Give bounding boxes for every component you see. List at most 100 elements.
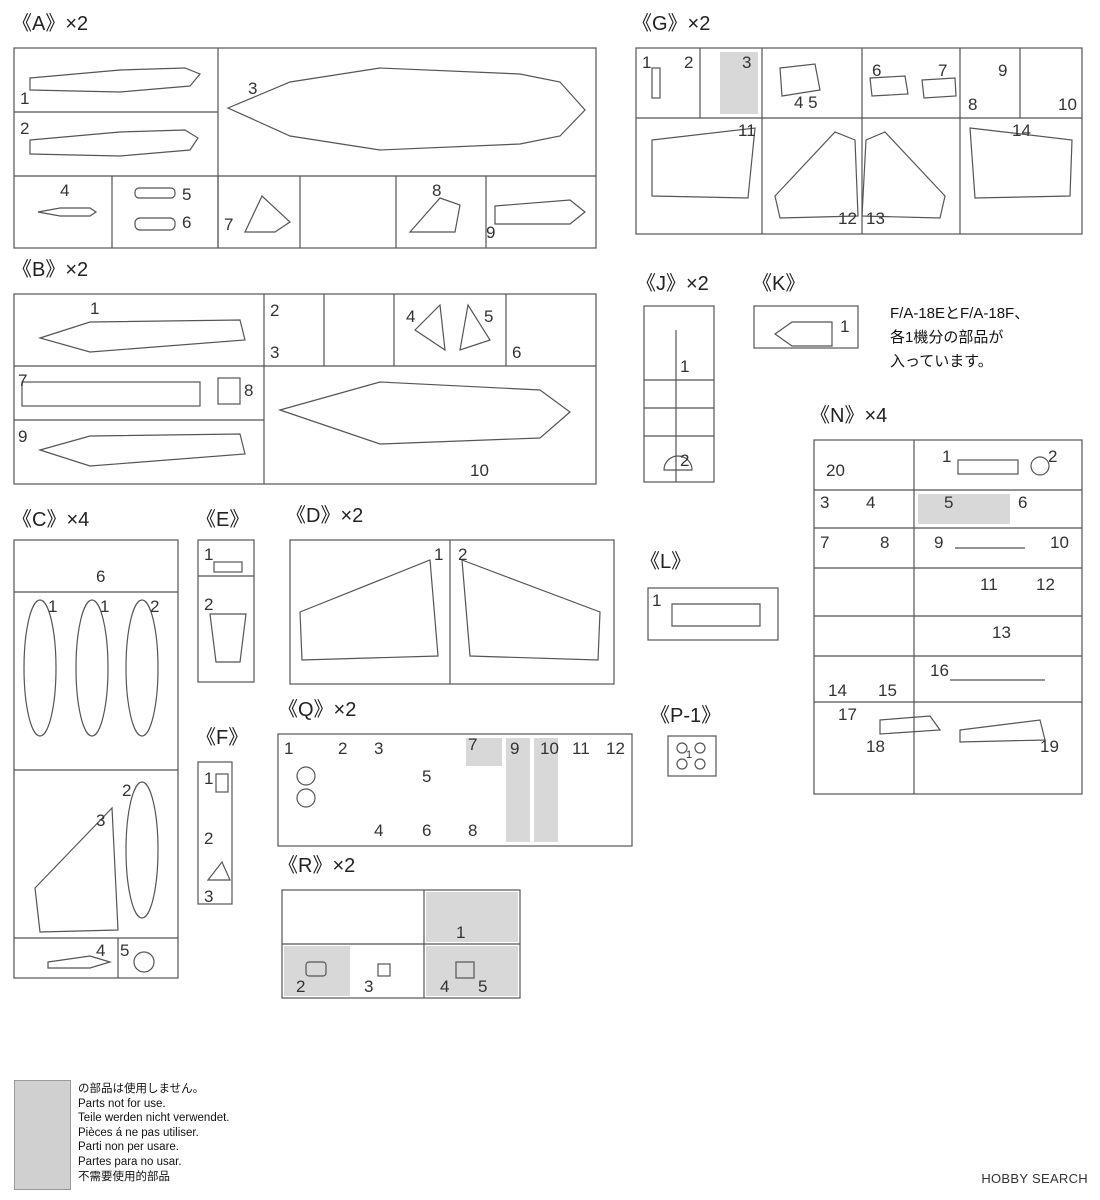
part-number: 5	[484, 307, 494, 326]
part-number: 11	[738, 121, 756, 140]
sprue-R-unused-1	[426, 892, 518, 942]
part-number: 19	[1040, 737, 1059, 756]
sprue-F-title: 《F》	[196, 727, 249, 749]
sprue-F-frame	[197, 761, 233, 905]
sprue-Q-unused-7	[466, 738, 502, 766]
sprue-Q-part-1b	[296, 788, 316, 808]
part-number: 1	[942, 447, 952, 466]
part-number: 6	[512, 343, 522, 362]
sprue-R-part-2	[305, 961, 327, 977]
sprue-G-title: 《G》×2	[632, 13, 711, 35]
sprue-G-frame	[635, 47, 1083, 235]
part-number: 2	[338, 739, 348, 758]
part-number: 2	[270, 301, 280, 320]
sprue-C-frame	[13, 539, 179, 979]
part-number: 7	[938, 61, 948, 80]
sprue-P-part-1a	[676, 742, 688, 754]
sprue-B-part-9	[37, 433, 246, 467]
sprue-N-part-18	[879, 715, 942, 735]
part-number: 14	[1012, 121, 1031, 140]
sprue-A-part-9	[494, 199, 586, 225]
sprue-B-title: 《B》×2	[12, 259, 89, 281]
part-number: 2	[204, 595, 214, 614]
part-number: 5	[120, 941, 130, 960]
sprue-Q-unused-9	[506, 738, 530, 842]
part-number: 10	[1050, 533, 1069, 552]
part-number: 4	[866, 493, 876, 512]
part-number: 1	[840, 317, 850, 336]
sprue-B-part-7	[21, 381, 201, 407]
sprue-L-frame	[647, 587, 779, 641]
sprue-A-title: 《A》×2	[12, 13, 89, 35]
part-number: 2	[204, 829, 214, 848]
part-number: 4	[96, 941, 106, 960]
sprue-B-part-8	[217, 377, 241, 405]
part-number: 5	[422, 767, 432, 786]
part-number: 7	[468, 735, 478, 754]
part-number: 2	[458, 545, 468, 564]
sprue-N-part-2	[1030, 456, 1050, 476]
note-line: 各1機分の部品が	[890, 329, 1004, 346]
sprue-P-part-1c	[676, 758, 688, 770]
sprue-L-title: 《L》	[640, 551, 692, 573]
part-number: 3	[820, 493, 830, 512]
part-number: 9	[18, 427, 28, 446]
sprue-K-frame	[753, 305, 859, 349]
sprue-N-part-19	[959, 719, 1046, 743]
sprue-D-frame	[289, 539, 615, 685]
part-number: 2	[1048, 447, 1058, 466]
part-number: 11	[980, 575, 998, 594]
unused-parts-legend: の部品は使用しません。 Parts not for use. Teile wer…	[78, 1082, 230, 1184]
part-number: 8	[468, 821, 478, 840]
part-number: 16	[930, 661, 949, 680]
part-number: 1	[100, 597, 110, 616]
sprue-P-part-1b	[694, 742, 706, 754]
part-number: 9	[510, 739, 520, 758]
unused-parts-swatch	[14, 1080, 71, 1190]
part-number: 9	[486, 223, 496, 242]
sprue-C-part-5	[133, 951, 155, 973]
part-number: 20	[826, 461, 845, 480]
part-number: 10	[1058, 95, 1077, 114]
sprue-D-part-2	[461, 559, 601, 661]
sprue-G-part-12	[774, 131, 859, 219]
sprue-R-title: 《R》×2	[278, 855, 356, 877]
sprue-G-part-4	[779, 63, 821, 97]
part-number: 14	[828, 681, 847, 700]
sprue-P-title: 《P-1》	[650, 705, 722, 727]
sprue-A-part-6	[134, 217, 176, 231]
part-number: 7	[820, 533, 830, 552]
part-number: 18	[866, 737, 885, 756]
note-line: 入っています。	[890, 353, 993, 370]
legend-line: Parti non per usare.	[78, 1141, 180, 1154]
sprue-G-part-7	[921, 77, 957, 99]
part-number: 6	[872, 61, 882, 80]
part-number: 1	[204, 769, 214, 788]
part-number: 15	[878, 681, 897, 700]
sprue-A-part-5	[134, 187, 176, 199]
part-number: 1	[90, 299, 100, 318]
sprue-G-part-14	[969, 127, 1073, 199]
sprue-A-part-3	[226, 67, 586, 151]
sprue-Q-unused-10	[534, 738, 558, 842]
sprue-D-part-1	[299, 559, 439, 661]
part-number: 1	[20, 89, 30, 108]
sprue-A-part-7	[244, 195, 291, 233]
sprue-B-frame	[13, 293, 597, 485]
part-number: 1	[680, 357, 690, 376]
part-number: 4	[440, 977, 450, 996]
part-number: 4	[374, 821, 384, 840]
part-number: 4	[406, 307, 416, 326]
legend-line: Parts not for use.	[78, 1097, 166, 1110]
sprue-E-title: 《E》	[196, 509, 250, 531]
part-number: 3	[204, 887, 214, 906]
sprue-A-part-4	[37, 207, 98, 217]
part-number: 3	[742, 53, 752, 72]
part-number: 5	[182, 185, 192, 204]
sprue-A-part-1	[29, 67, 201, 93]
sprue-R-unused-4	[426, 946, 518, 996]
sprue-R-part-3	[377, 963, 391, 977]
part-number: 1	[204, 545, 214, 564]
part-number: 5	[944, 493, 954, 512]
sprue-F-part-3	[206, 860, 231, 881]
